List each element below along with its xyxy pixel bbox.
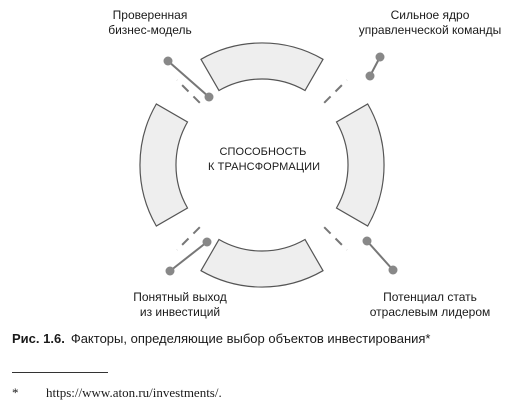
caption-text: Факторы, определяющие выбор объектов инв… <box>70 331 431 346</box>
figure-caption: Рис. 1.6. Факторы, определяющие выбор объ… <box>12 331 431 346</box>
leader-bottom-right-outer-node <box>388 265 398 275</box>
ring-segment-bottom <box>200 238 324 288</box>
factor-label-top-right: Сильное ядро управленческой команды <box>358 8 502 37</box>
connectors <box>163 52 398 276</box>
ring-segment-right <box>335 103 385 227</box>
leader-top-left-inner-node <box>204 92 214 102</box>
factor-label-bottom-right: Потенциал стать отраслевым лидером <box>369 290 491 319</box>
factor-label-bottom-left: Понятный выход из инвестиций <box>133 290 227 319</box>
leader-top-left-line <box>167 60 210 98</box>
gap-connector-bottom-left <box>176 226 201 251</box>
leader-bottom-right-line <box>366 240 394 271</box>
leader-bottom-right-inner-node <box>362 236 372 246</box>
gap-connector-top-left <box>176 79 201 104</box>
ring-diagram <box>139 42 398 288</box>
factor-label-top-left: Проверенная бизнес-модель <box>108 8 192 37</box>
footnote: * https://www.aton.ru/investments/. <box>12 385 222 401</box>
ring-segments <box>139 42 385 288</box>
leader-top-right-inner-node <box>365 71 375 81</box>
footnote-rule <box>12 372 108 373</box>
leader-bottom-left-outer-node <box>165 266 175 276</box>
leader-bottom-left-inner-node <box>202 237 212 247</box>
leader-top-left-outer-node <box>163 56 173 66</box>
footnote-link[interactable]: https://www.aton.ru/investments/. <box>46 385 222 400</box>
ring-segment-left <box>139 103 189 227</box>
footnote-mark: * <box>12 385 19 400</box>
leader-top-right-outer-node <box>375 52 385 62</box>
center-label: СПОСОБНОСТЬ К ТРАНСФОРМАЦИИ <box>208 146 321 173</box>
gap-connector-bottom-right <box>323 226 348 251</box>
leader-bottom-left-line <box>169 241 208 272</box>
gap-connector-top-right <box>323 79 348 104</box>
ring-segment-top <box>200 42 324 92</box>
figure-number: Рис. 1.6. <box>12 331 65 346</box>
